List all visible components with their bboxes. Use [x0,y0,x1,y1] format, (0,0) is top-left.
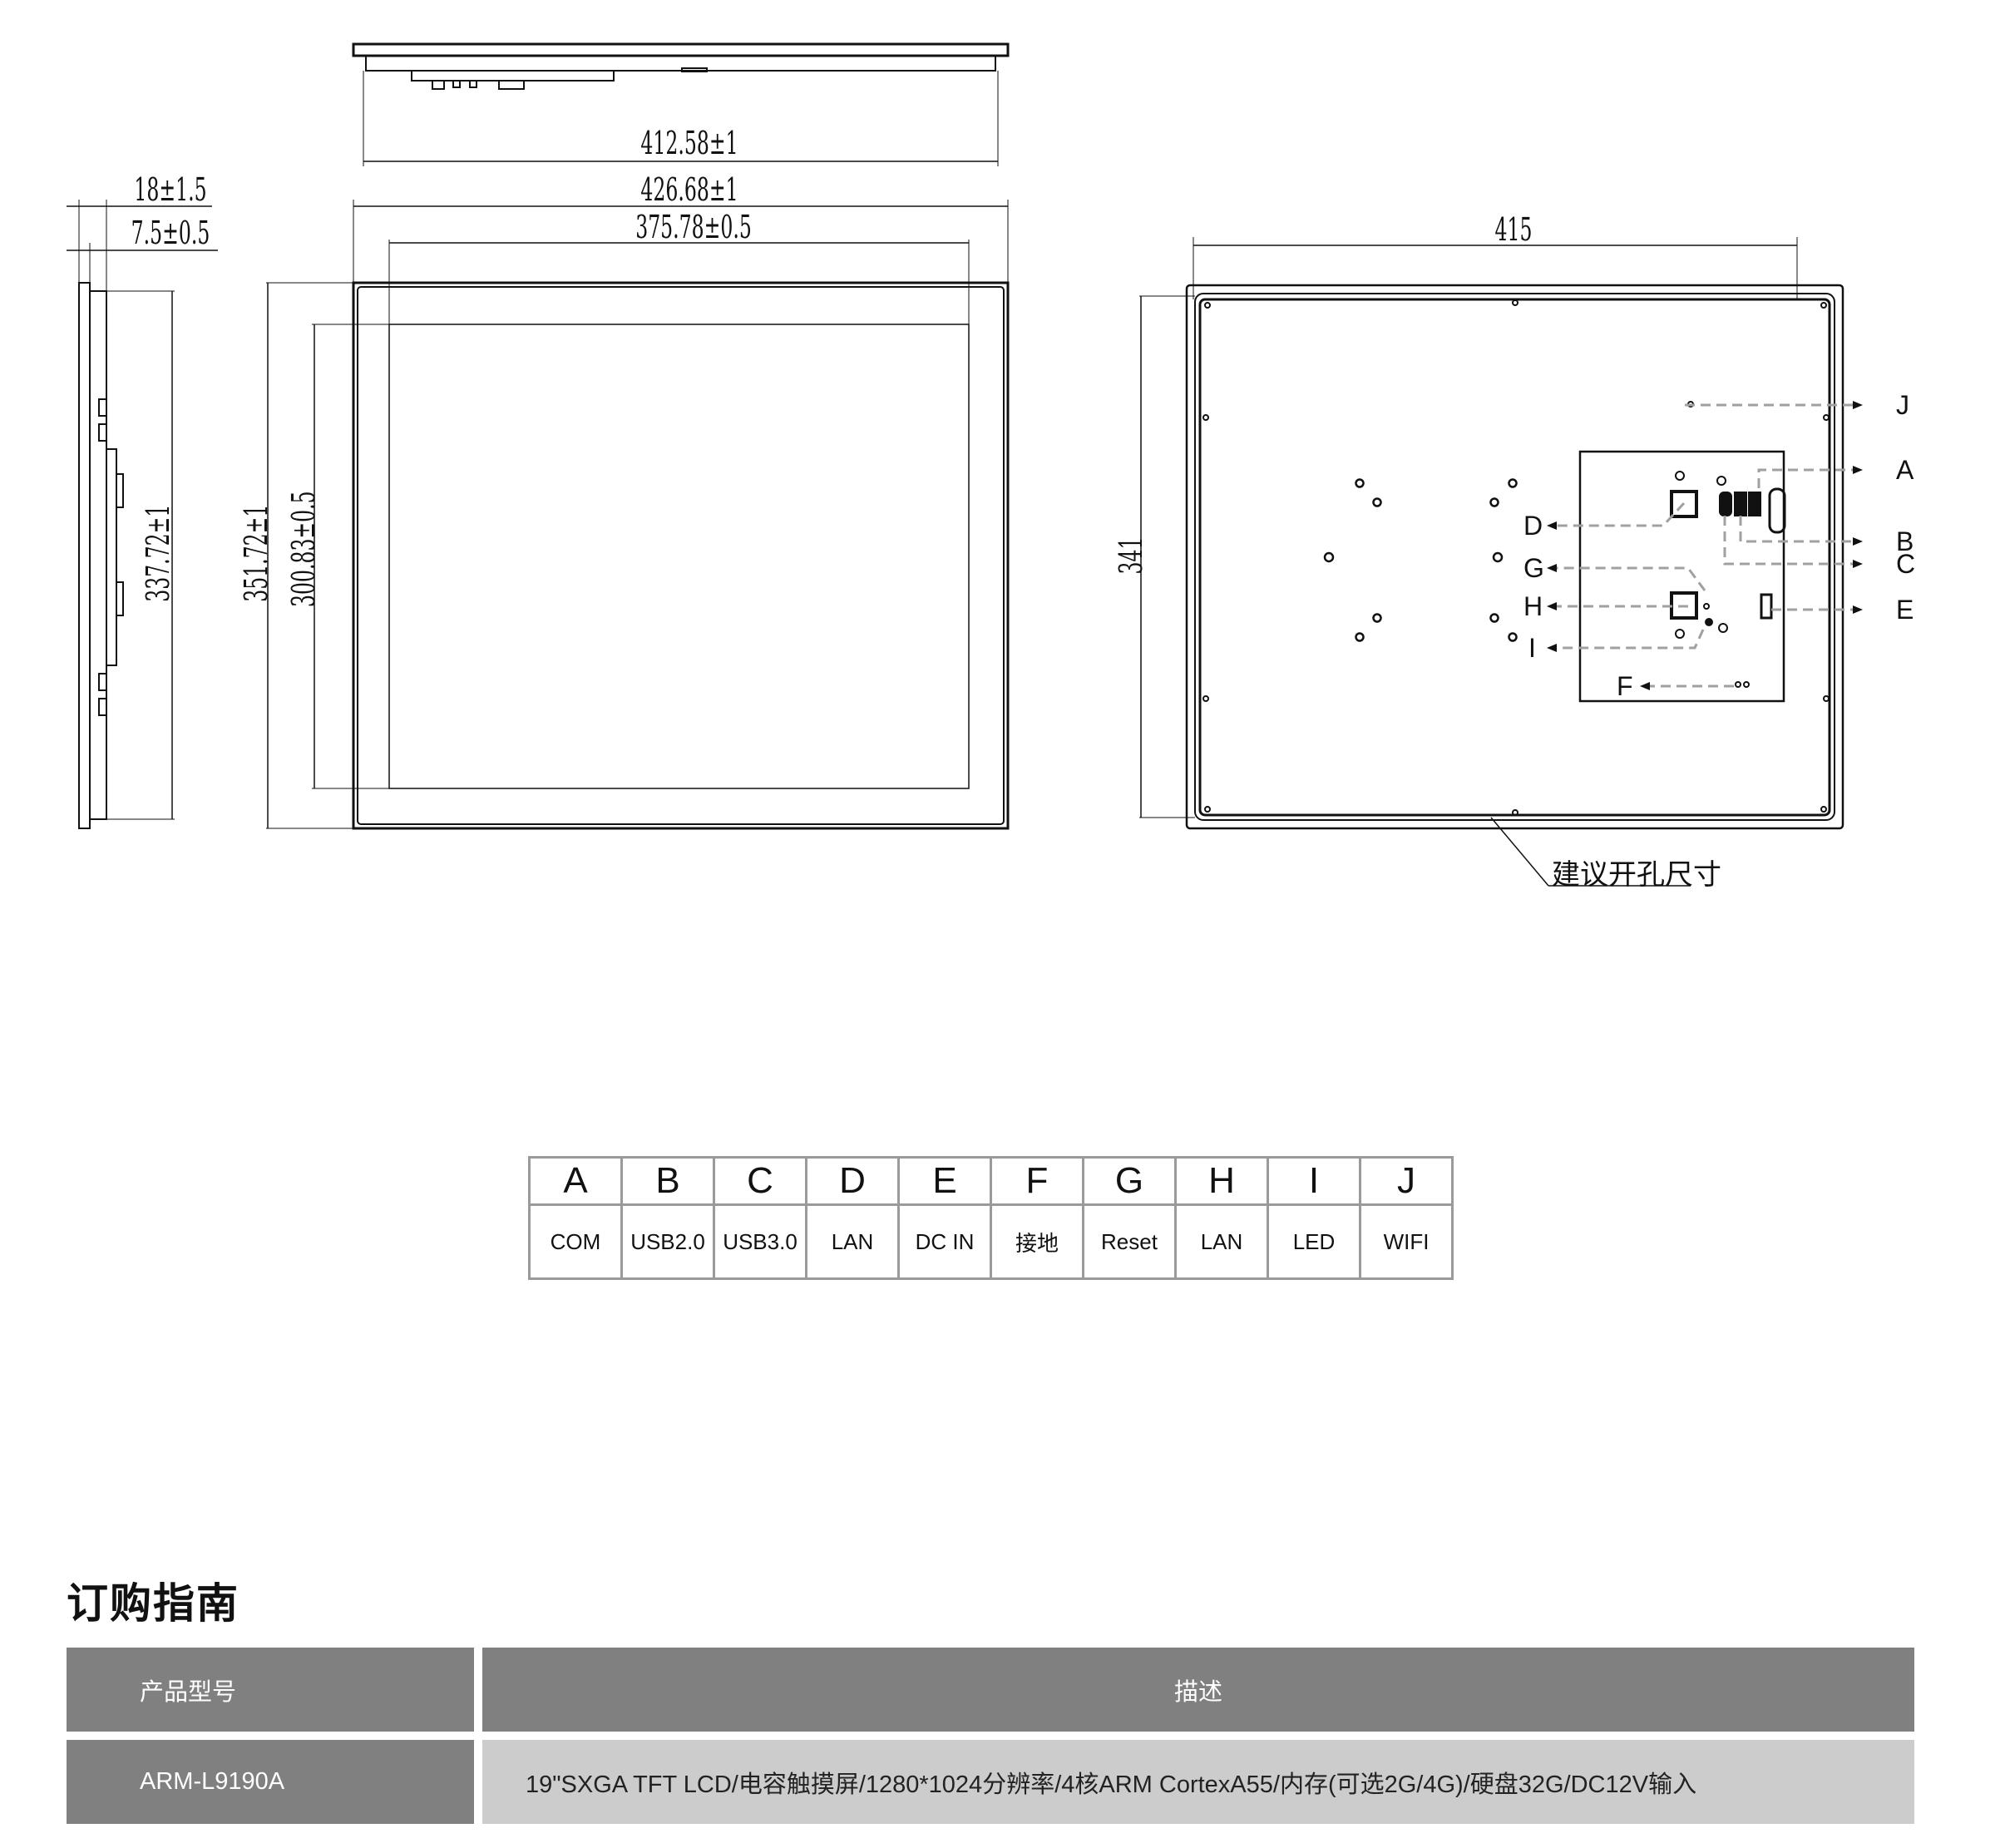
legend-port-name: DC IN [897,1203,992,1280]
callout-h: H [1523,591,1543,621]
legend-port-name: USB3.0 [713,1203,807,1280]
callout-e: E [1896,595,1914,625]
legend-port-name: LED [1267,1203,1361,1280]
legend-port-name: Reset [1082,1203,1177,1280]
legend-port-name: LAN [1174,1203,1269,1280]
legend-letter: B [620,1156,715,1206]
legend-letter: A [528,1156,623,1206]
legend-letter: E [897,1156,992,1206]
cutout-height-dim: 341 [1113,536,1149,575]
legend-letter: D [805,1156,900,1206]
cutout-note: 建议开孔尺寸 [1552,858,1721,892]
mechanical-drawing [67,42,1863,887]
callout-b: B [1896,526,1914,556]
outer-width-dim: 426.68±1 [640,171,738,208]
header-model-label: 产品型号 [140,1678,237,1706]
callout-j: J [1896,390,1909,420]
header-description-label: 描述 [1173,1678,1222,1706]
screen-height-dim: 300.83±0.5 [285,491,322,607]
ordering-guide-title: 订购指南 [67,1579,239,1628]
legend-letter: J [1359,1156,1454,1206]
legend-letter: F [990,1156,1084,1206]
description-value: 19"SXGA TFT LCD/电容触摸屏/1280*1024分辨率/4核ARM… [526,1771,1697,1798]
model-value: ARM-L9190A [140,1768,285,1795]
callout-d: D [1523,511,1543,541]
callout-a: A [1896,455,1914,485]
top-width-dim: 412.58±1 [640,125,738,161]
callout-c: C [1896,549,1916,579]
depth-dim: 18±1.5 [134,171,207,208]
legend-port-name: WIFI [1359,1203,1454,1280]
row-description-cell: 19"SXGA TFT LCD/电容触摸屏/1280*1024分辨率/4核ARM… [482,1740,1914,1824]
callout-i: I [1528,633,1536,663]
legend-port-name: 接地 [990,1203,1084,1280]
cutout-width-dim: 415 [1494,211,1533,248]
legend-port-name: LAN [805,1203,900,1280]
callout-g: G [1523,553,1544,583]
legend-letter: H [1174,1156,1269,1206]
outer-height-dim: 351.72±1 [238,504,274,602]
legend-letter-row: A B C D E F G H I J [528,1156,1454,1206]
legend-letter: C [713,1156,807,1206]
port-legend-table: A B C D E F G H I J COM USB2.0 USB3.0 LA… [528,1156,1454,1280]
header-model: 产品型号 [67,1648,474,1732]
callout-f: F [1617,671,1633,701]
screen-width-dim: 375.78±0.5 [635,209,752,245]
legend-name-row: COM USB2.0 USB3.0 LAN DC IN 接地 Reset LAN… [528,1203,1454,1280]
legend-port-name: COM [528,1203,623,1280]
legend-letter: I [1267,1156,1361,1206]
bezel-dim: 7.5±0.5 [131,215,210,251]
row-model-cell: ARM-L9190A [67,1740,474,1824]
legend-letter: G [1082,1156,1177,1206]
legend-port-name: USB2.0 [620,1203,715,1280]
body-height-dim: 337.72±1 [140,504,176,602]
header-description: 描述 [482,1648,1914,1732]
